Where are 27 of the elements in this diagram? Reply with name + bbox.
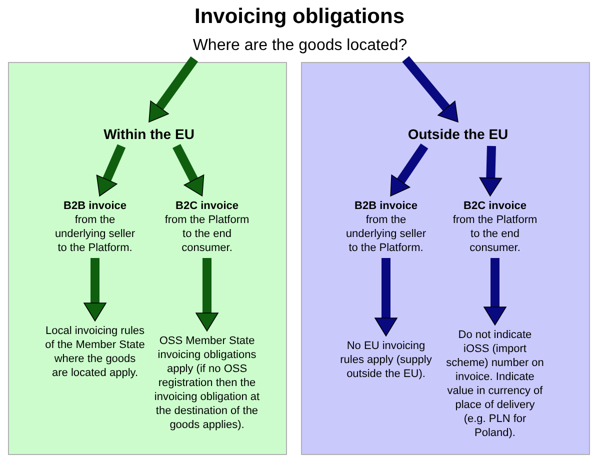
arrow — [374, 258, 398, 336]
branch-heading: Within the EU — [94, 125, 204, 143]
invoice-description: from the underlying seller to the Platform. — [54, 213, 136, 255]
outcome-text: OSS Member State invoicing obligations apply (if no OSS registration then the invoicing obligation at the destination of the goods applies). — [146, 334, 268, 432]
invoice-heading: B2B invoice — [62, 199, 128, 213]
outcome-text: Local invoicing rules of the Member State where the goods are located apply. — [45, 324, 145, 380]
question-text: Where are the goods located? — [190, 36, 410, 56]
arrow — [84, 258, 106, 322]
invoice-heading: B2C invoice — [462, 199, 528, 213]
invoice-description: from the Platform to the end consumer. — [452, 213, 538, 255]
arrow — [148, 56, 198, 122]
invoice-heading: B2C invoice — [174, 199, 240, 213]
invoice-description: from the Platform to the end consumer. — [164, 213, 250, 255]
invoice-description: from the underlying seller to the Platform. — [344, 213, 428, 255]
invoice-heading: B2B invoice — [354, 199, 418, 213]
arrow — [96, 144, 126, 196]
branch-heading: Outside the EU — [391, 125, 525, 143]
arrow — [402, 56, 458, 122]
arrow — [479, 146, 502, 196]
arrow — [390, 143, 428, 196]
panel-background — [8, 62, 287, 455]
arrow — [484, 258, 506, 326]
arrow — [196, 258, 218, 332]
outcome-text: Do not indicate iOSS (import scheme) number on invoice. Indicate value in currency of place of delivery (e.g. PLN for Poland). — [445, 328, 545, 440]
panel-background — [301, 62, 590, 455]
outcome-text: No EU invoicing rules apply (supply outside the EU). — [338, 339, 434, 381]
title: Invoicing obligations — [194, 5, 406, 29]
